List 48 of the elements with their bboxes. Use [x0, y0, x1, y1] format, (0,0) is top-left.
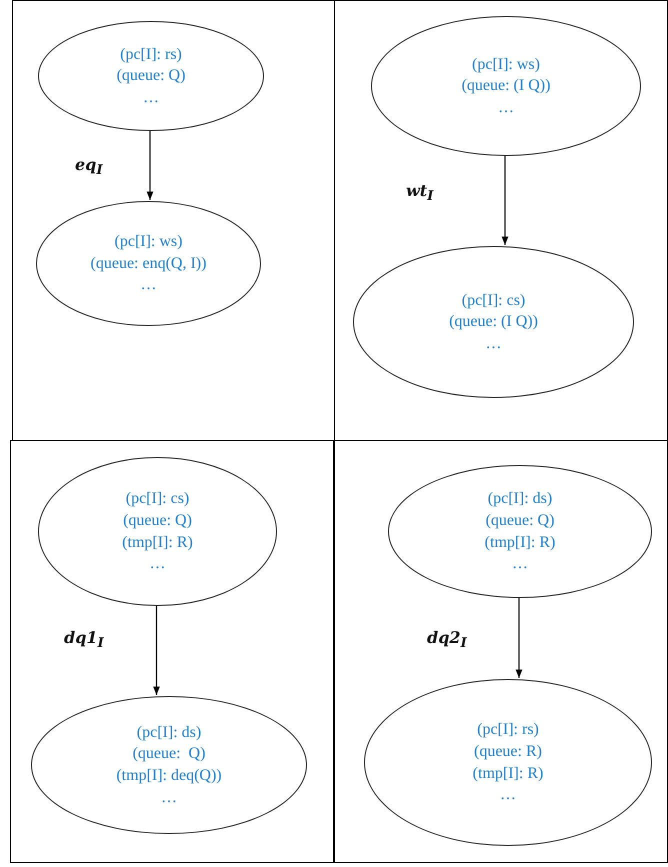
- state-text: (queue: Q): [116, 66, 186, 86]
- edge-label: wt$_{I}$: [406, 181, 434, 204]
- state-text: (queue: Q): [123, 510, 192, 531]
- state-text: (tmp[I]: R): [122, 532, 193, 552]
- state-ellipse: [38, 21, 264, 131]
- panel-frame: [334, 440, 668, 863]
- state-text: …: [512, 554, 528, 574]
- state-ellipse: [364, 679, 652, 846]
- state-text: (pc[I]: cs): [462, 290, 526, 311]
- state-text: (tmp[I]: R): [472, 764, 544, 784]
- arrow: [153, 605, 160, 695]
- state-text: …: [500, 785, 516, 806]
- state-text: …: [161, 788, 177, 808]
- state-text: (tmp[I]: R): [484, 532, 556, 552]
- state-text: (pc[I]: cs): [126, 489, 190, 510]
- state-ellipse: [371, 16, 641, 156]
- state-text: (pc[I]: rs): [120, 44, 182, 65]
- arrow: [502, 155, 508, 245]
- state-text: (pc[I]: ds): [488, 489, 552, 510]
- panel-frame: [334, 0, 668, 441]
- state-ellipse: [388, 465, 652, 598]
- state-text: …: [498, 98, 514, 118]
- state-text: (pc[I]: rs): [477, 720, 539, 740]
- panel-frame: [12, 0, 335, 441]
- state-ellipse: [353, 246, 634, 398]
- state-text: (queue: (I Q)): [462, 76, 550, 96]
- state-text: (queue: R): [474, 742, 542, 762]
- state-text: …: [150, 554, 166, 574]
- state-text: (queue: enq(Q, I)): [90, 254, 206, 274]
- state-text: (queue: Q): [132, 744, 206, 764]
- state-ellipse: [38, 457, 277, 606]
- state-text: …: [143, 88, 159, 108]
- arrow: [516, 597, 522, 678]
- edge-label: dq2$_{I}$: [427, 628, 467, 652]
- edge-label: dq1$_{I}$: [64, 628, 104, 652]
- state-text: (tmp[I]: deq(Q)): [116, 766, 222, 786]
- panel-frame: [10, 440, 334, 863]
- state-text: (pc[I]: ws): [114, 232, 182, 252]
- state-text: (queue: Q): [486, 510, 554, 531]
- edge-label: eq$_{I}$: [75, 155, 103, 178]
- state-ellipse: [36, 201, 261, 326]
- state-text: …: [486, 334, 502, 354]
- state-ellipse: [31, 696, 307, 834]
- state-text: (pc[I]: ds): [136, 722, 202, 743]
- state-text: (queue: (I Q)): [449, 312, 538, 332]
- state-text: (pc[I]: ws): [472, 54, 540, 75]
- state-text: …: [140, 275, 156, 296]
- arrow: [146, 130, 154, 200]
